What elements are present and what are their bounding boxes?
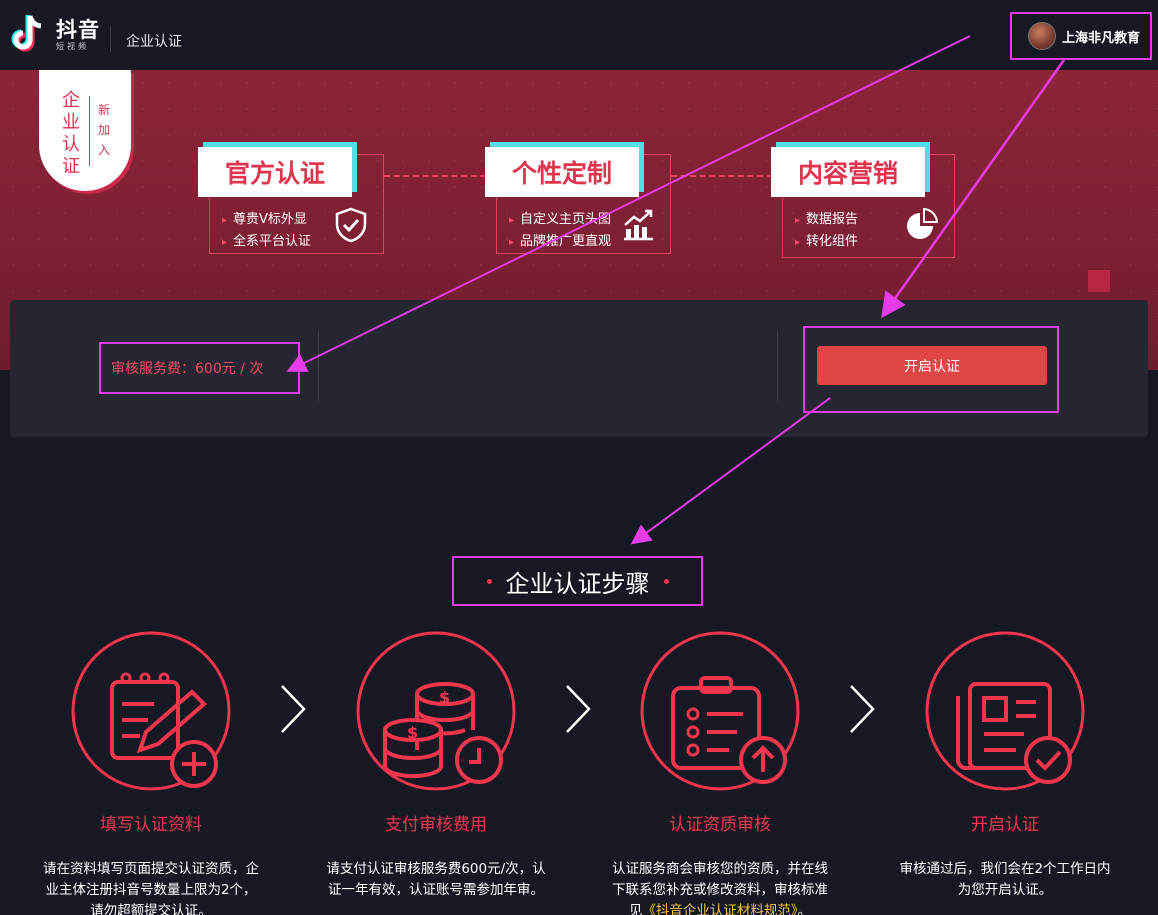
coins-clock-icon: $ $ — [356, 631, 516, 791]
chevron-right-icon — [566, 685, 591, 733]
enterprise-badge: 企业认证 新加入 — [39, 70, 131, 191]
step-review: 认证资质审核 认证服务商会审核您的资质，并在线 下联系您补充或修改资料，审核标准… — [595, 630, 845, 915]
feature-item: 数据报告 — [795, 209, 858, 231]
title-dot — [663, 578, 669, 584]
feature-list: 自定义主页头图 品牌推广更直观 — [509, 209, 611, 253]
feature-official: 官方认证 尊贵V标外显 全系平台认证 — [198, 147, 384, 254]
feature-list: 数据报告 转化组件 — [795, 209, 858, 253]
header-divider — [110, 26, 111, 52]
step-description: 审核通过后，我们会在2个工作日内 为您开启认证。 — [880, 859, 1130, 901]
desc-suffix: 。 — [797, 903, 812, 915]
feature-item: 尊贵V标外显 — [222, 209, 311, 231]
document-check-icon — [925, 631, 1085, 791]
badge-divider — [89, 96, 90, 166]
desc-line: 请支付认证审核服务费600元/次，认 — [326, 861, 546, 877]
growth-chart-icon — [624, 209, 653, 241]
feature-custom: 个性定制 自定义主页头图 品牌推广更直观 — [485, 147, 671, 254]
badge-new-text: 新加入 — [97, 103, 110, 157]
step-description: 请支付认证审核服务费600元/次，认 证一年有效，认证账号需参加年审。 — [311, 859, 561, 901]
svg-text:$: $ — [407, 723, 418, 742]
card-divider — [318, 331, 319, 401]
step-name: 支付审核费用 — [385, 815, 487, 835]
desc-line: 请勿超额提交认证。 — [90, 903, 212, 915]
desc-line: 下联系您补充或修改资料，审核标准 — [612, 882, 828, 898]
desc-line: 业主体注册抖音号数量上限为2个， — [45, 882, 257, 898]
avatar[interactable] — [1028, 22, 1056, 50]
steps-title: 企业认证步骤 — [505, 569, 650, 598]
top-bar: 抖音 短视频 企业认证 上海非凡教育 — [0, 0, 1158, 70]
brand-subtitle: 短视频 — [56, 42, 89, 51]
desc-line: 审核通过后，我们会在2个工作日内 — [899, 861, 1111, 877]
chevron-right-icon — [281, 685, 306, 733]
pricing-card: 审核服务费：600元 / 次 开启认证 — [10, 300, 1148, 437]
review-fee: 审核服务费：600元 / 次 — [99, 342, 300, 394]
cta-highlight: 开启认证 — [803, 326, 1059, 413]
brand-name: 抖音 — [56, 18, 100, 42]
step-name: 填写认证资料 — [100, 815, 202, 835]
feature-title: 个性定制 — [485, 147, 639, 197]
form-edit-icon — [71, 631, 231, 791]
step-activate: 开启认证 审核通过后，我们会在2个工作日内 为您开启认证。 — [880, 630, 1130, 901]
steps-heading: 企业认证步骤 — [452, 556, 703, 606]
card-divider — [777, 331, 778, 401]
desc-line: 证一年有效，认证账号需参加年审。 — [328, 882, 544, 898]
step-pay-fee: $ $ 支付审核费用 请支付认证审核服务费600元/次，认 证一年有效，认证账号… — [311, 630, 561, 901]
step-description: 请在资料填写页面提交认证资质，企 业主体注册抖音号数量上限为2个， 请勿超额提交… — [26, 859, 276, 915]
feature-title: 内容营销 — [771, 147, 925, 197]
feature-list: 尊贵V标外显 全系平台认证 — [222, 209, 311, 253]
step-fill-info: 填写认证资料 请在资料填写页面提交认证资质，企 业主体注册抖音号数量上限为2个，… — [26, 630, 276, 915]
clipboard-upload-icon — [640, 631, 800, 791]
feature-connector — [384, 175, 496, 177]
feature-marketing: 内容营销 数据报告 转化组件 — [771, 147, 955, 258]
feature-connector — [671, 175, 782, 177]
feature-item: 自定义主页头图 — [509, 209, 611, 231]
title-dot — [486, 578, 492, 584]
desc-prefix: 见 — [628, 903, 643, 915]
badge-main-text: 企业认证 — [62, 90, 80, 177]
nav-title[interactable]: 企业认证 — [126, 34, 182, 50]
material-spec-link[interactable]: 《抖音企业认证材料规范》 — [642, 903, 798, 915]
user-name[interactable]: 上海非凡教育 — [1062, 30, 1141, 46]
start-certification-button[interactable]: 开启认证 — [817, 346, 1047, 385]
feature-item: 全系平台认证 — [222, 231, 311, 253]
step-name: 认证资质审核 — [669, 815, 771, 835]
step-name: 开启认证 — [971, 815, 1039, 835]
douyin-logo-icon[interactable] — [10, 12, 50, 56]
pie-chart-icon — [907, 207, 939, 239]
desc-line: 认证服务商会审核您的资质，并在线 — [612, 861, 828, 877]
desc-line: 为您开启认证。 — [957, 882, 1053, 898]
step-description: 认证服务商会审核您的资质，并在线 下联系您补充或修改资料，审核标准 见《抖音企业… — [595, 859, 845, 915]
chevron-right-icon — [850, 685, 875, 733]
banner-decoration — [1088, 270, 1110, 292]
feature-title: 官方认证 — [198, 147, 352, 197]
desc-line: 见《抖音企业认证材料规范》。 — [605, 901, 835, 915]
feature-item: 转化组件 — [795, 231, 858, 253]
feature-item: 品牌推广更直观 — [509, 231, 611, 253]
user-menu[interactable]: 上海非凡教育 — [1010, 12, 1152, 60]
shield-check-icon — [335, 207, 367, 243]
desc-line: 请在资料填写页面提交认证资质，企 — [43, 861, 259, 877]
svg-text:$: $ — [439, 688, 450, 707]
